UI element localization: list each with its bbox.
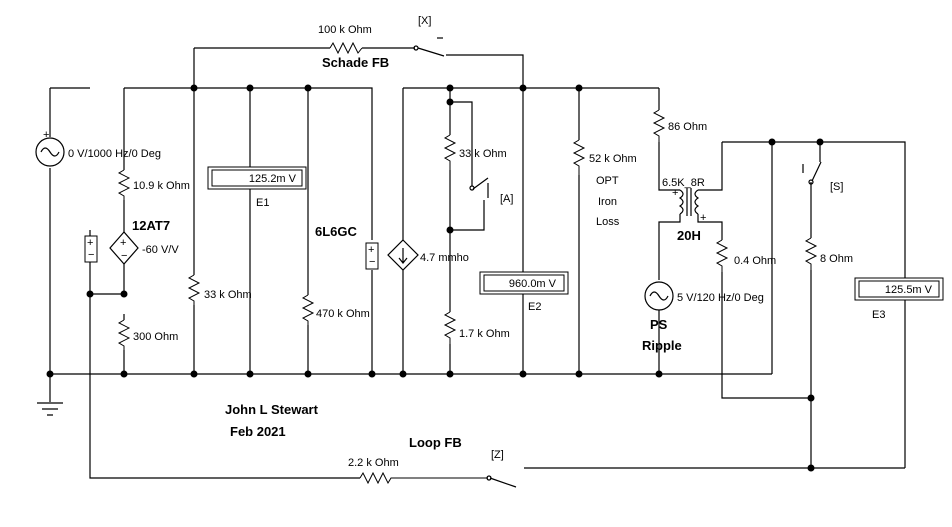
meter-e2-value: 960.0m V	[509, 278, 557, 290]
label-r-10-9k: 10.9 k Ohm	[133, 180, 190, 192]
label-r-300: 300 Ohm	[133, 331, 178, 343]
label-r-100k: 100 k Ohm	[318, 24, 372, 36]
label-r-52k: 52 k Ohm	[589, 153, 637, 165]
svg-text:−: −	[121, 250, 127, 262]
vccs-sense-box-icon: + −	[365, 242, 379, 270]
label-loss: Loss	[596, 216, 620, 228]
label-r-8: 8 Ohm	[820, 253, 853, 265]
label-switch-z: [Z]	[491, 449, 504, 461]
label-r-470k: 470 k Ohm	[316, 308, 370, 320]
resistor-33k-grid	[187, 274, 201, 305]
label-iron: Iron	[598, 196, 617, 208]
svg-text:+: +	[120, 237, 126, 249]
resistor-86	[652, 109, 666, 142]
output-transformer-icon: + +	[672, 187, 706, 224]
meter-e2: 960.0m V	[479, 271, 569, 295]
label-ripple: Ripple	[642, 338, 682, 353]
meter-e1: 125.2m V	[207, 166, 307, 190]
ground-icon	[37, 402, 63, 416]
resistor-33k-cathode	[443, 134, 457, 170]
resistor-10-9k	[117, 169, 131, 200]
junction-dots	[46, 84, 824, 472]
resistor-470k	[301, 294, 315, 325]
svg-text:+: +	[87, 237, 93, 249]
label-date: Feb 2021	[230, 424, 286, 439]
label-gain-60: -60 V/V	[142, 244, 179, 256]
label-ripple-source: 5 V/120 Hz/0 Deg	[677, 292, 764, 304]
label-meter-e1: E1	[256, 197, 269, 209]
label-loop-fb: Loop FB	[409, 435, 462, 450]
label-r-2-2k: 2.2 k Ohm	[348, 457, 399, 469]
resistor-300	[117, 319, 131, 350]
label-r-33k-cathode: 33 k Ohm	[459, 148, 507, 160]
source-left-wire	[49, 87, 90, 402]
resistor-0-4	[715, 239, 729, 272]
label-xfmr-ratio: 6.5K_8R	[662, 177, 705, 189]
label-r-33k-grid: 33 k Ohm	[204, 289, 252, 301]
svg-text:+: +	[43, 129, 49, 141]
switch-a-icon	[469, 177, 489, 198]
switch-z-icon	[486, 475, 517, 488]
vccs-6l6gc-icon	[387, 239, 419, 271]
vcvs-sense-box-icon: + −	[84, 235, 98, 263]
meter-e3: 125.5m V	[854, 277, 944, 301]
label-choke: 20H	[677, 228, 701, 243]
label-r-0-4: 0.4 Ohm	[734, 255, 776, 267]
svg-text:−: −	[88, 249, 94, 261]
meter-e1-value: 125.2m V	[249, 173, 297, 185]
svg-text:+: +	[700, 212, 706, 224]
signal-source-icon: +	[35, 129, 65, 167]
label-meter-e2: E2	[528, 301, 541, 313]
svg-text:+: +	[672, 187, 678, 199]
label-gm: 4.7 mmho	[420, 252, 469, 264]
svg-text:+: +	[368, 244, 374, 256]
label-opt: OPT	[596, 175, 619, 187]
resistor-52k	[572, 139, 586, 175]
label-tube-6l6gc: 6L6GC	[315, 224, 358, 239]
label-meter-e3: E3	[872, 309, 885, 321]
resistor-2-2k	[359, 471, 488, 485]
label-r-86: 86 Ohm	[668, 121, 707, 133]
label-switch-a: [A]	[500, 193, 513, 205]
vcvs-12at7-icon: + −	[109, 231, 139, 265]
label-switch-s: [S]	[830, 181, 843, 193]
switch-x-icon	[413, 37, 445, 57]
label-switch-x: [X]	[418, 15, 431, 27]
label-sig-source: 0 V/1000 Hz/0 Deg	[68, 148, 161, 160]
label-r-1-7k: 1.7 k Ohm	[459, 328, 510, 340]
svg-text:−: −	[369, 256, 375, 268]
resistor-8	[804, 237, 818, 270]
label-schade-fb: Schade FB	[322, 55, 389, 70]
label-author: John L Stewart	[225, 402, 319, 417]
label-tube-12at7: 12AT7	[132, 218, 170, 233]
resistor-100k	[329, 41, 363, 55]
ripple-source-icon	[644, 281, 674, 311]
meter-e3-value: 125.5m V	[885, 284, 933, 296]
label-ps: PS	[650, 317, 668, 332]
switch-s-icon	[802, 161, 822, 185]
resistor-1-7k	[443, 311, 457, 344]
